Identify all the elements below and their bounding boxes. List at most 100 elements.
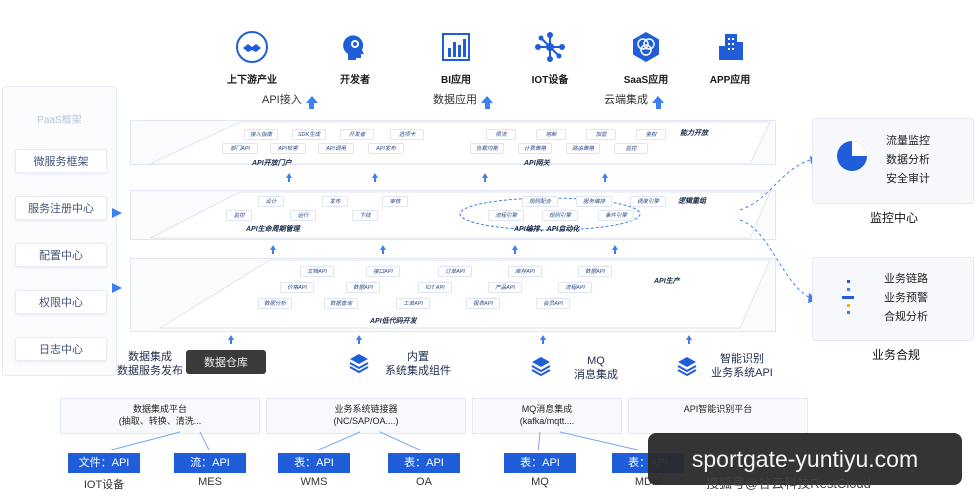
saas-hexagon-icon xyxy=(633,32,659,62)
up-arrow-icon xyxy=(512,245,518,254)
up-arrow-icon xyxy=(602,173,608,182)
platform-mq-integration: MQ消息集成 (kafka/mqtt.... xyxy=(472,398,622,434)
compliance-item: 合规分析 xyxy=(884,311,928,323)
source-oa: 表：API OA xyxy=(388,453,460,488)
chip: 监控 xyxy=(614,143,648,154)
label-api-gateway: API网关 xyxy=(524,160,550,167)
compliance-list: 业务链路 业务预警 合规分析 xyxy=(884,270,928,327)
layers-icon xyxy=(677,357,697,377)
source-tag: 表：API xyxy=(504,453,576,473)
up-arrow-icon xyxy=(612,245,618,254)
chip: 流程API xyxy=(558,282,592,293)
building-icon xyxy=(719,34,743,60)
compliance-item: 业务链路 xyxy=(884,273,928,285)
chip: 路由策略 xyxy=(566,143,600,154)
chip: 部门API xyxy=(222,143,258,154)
monitor-title: 监控中心 xyxy=(870,211,919,225)
paas-framework-panel: PaaS框架 微服务框架 服务注册中心 配置中心 权限中心 日志中心 xyxy=(2,86,117,376)
chip: 审核 xyxy=(382,196,408,207)
platform-data-integration: 数据集成平台 (抽取、转换、清洗... xyxy=(60,398,260,434)
up-arrow-icon xyxy=(482,173,488,182)
top-item-label: APP应用 xyxy=(709,75,751,86)
chip: 加密 xyxy=(586,129,616,140)
sub-label: 云端集成 xyxy=(604,94,648,106)
chip: SDK生成 xyxy=(292,129,326,140)
paas-item-registry: 服务注册中心 xyxy=(15,196,107,220)
chip: 数据API xyxy=(578,266,612,277)
chip: 计费策略 xyxy=(518,143,552,154)
sub-label: API接入 xyxy=(262,94,302,106)
handshake-icon xyxy=(236,31,268,63)
chip: IOT API xyxy=(418,282,452,293)
chip: 接口API xyxy=(366,266,400,277)
source-connector-lines xyxy=(109,431,640,450)
source-name: OA xyxy=(416,476,432,488)
layers-icon xyxy=(531,357,551,377)
source-name: MQ xyxy=(531,476,549,488)
label-data-integration: 数据集成 数据服务发布 xyxy=(117,351,183,377)
plane-perspective-lines xyxy=(149,191,771,239)
label-builtin-components: 内置 系统集成组件 xyxy=(385,351,451,377)
label-api-lowcode: API低代码开发 xyxy=(370,318,417,325)
chip: 工单API xyxy=(396,298,430,309)
chip: 产品API xyxy=(488,282,522,293)
paas-item-config: 配置中心 xyxy=(15,243,107,267)
chip: 规则配合 xyxy=(522,196,558,207)
network-nodes-icon xyxy=(535,32,565,62)
paas-item-microservice: 微服务框架 xyxy=(15,149,107,173)
top-item-label: BI应用 xyxy=(441,75,471,86)
layers-icon xyxy=(349,354,369,374)
source-name: MES xyxy=(198,476,222,488)
source-name: WMS xyxy=(300,476,328,488)
top-item-iot: IOT设备 xyxy=(510,30,590,86)
chip: 数据API xyxy=(346,282,380,293)
top-item-label: 上下游产业 xyxy=(227,75,277,86)
right-arrow-icon xyxy=(112,208,122,218)
label-api-portal: API开放门户 xyxy=(252,160,292,167)
chip: 监控 xyxy=(226,210,252,221)
pie-chart-icon xyxy=(837,141,867,171)
chip: 负载均衡 xyxy=(470,143,504,154)
compliance-item: 业务预警 xyxy=(884,292,928,304)
chip: 开发者 xyxy=(340,129,374,140)
up-arrow-icon xyxy=(481,95,493,109)
chip: 服务编排 xyxy=(576,196,612,207)
sub-label: 数据应用 xyxy=(433,94,477,106)
chip: 库存API xyxy=(508,266,542,277)
chip: 熔断 xyxy=(536,129,566,140)
watermark-banner: sportgate-yuntiyu.com xyxy=(648,433,962,485)
chip: 数据分析 xyxy=(258,298,292,309)
chip: 设计 xyxy=(258,196,284,207)
up-arrow-icon xyxy=(652,95,664,109)
chip: 流程引擎 xyxy=(488,210,524,221)
side-label-capability: 能力开放 xyxy=(680,130,708,137)
developer-head-icon xyxy=(343,35,364,60)
chip: 价格API xyxy=(280,282,314,293)
data-warehouse-button[interactable]: 数据仓库 xyxy=(186,350,266,374)
up-arrow-icon xyxy=(286,173,292,182)
paas-item-log: 日志中心 xyxy=(15,337,107,361)
monitor-list: 流量监控 数据分析 安全审计 xyxy=(886,132,930,189)
source-mq: 表：API MQ xyxy=(504,453,576,488)
compliance-panel xyxy=(812,257,974,341)
chip: 运行 xyxy=(290,210,316,221)
chip: 限流 xyxy=(486,129,516,140)
chip: 数据查询 xyxy=(324,298,358,309)
chip: 发布 xyxy=(322,196,348,207)
label-api-orchestration: API编排、API自动化 xyxy=(514,226,580,233)
chip: 选项卡 xyxy=(390,129,424,140)
chip: 事件引擎 xyxy=(598,210,634,221)
up-arrow-icon xyxy=(540,335,546,344)
source-mes: 流：API MES xyxy=(174,453,246,488)
chip: 接入指南 xyxy=(244,129,278,140)
up-arrow-icon xyxy=(270,245,276,254)
top-item-label: 开发者 xyxy=(340,75,370,86)
source-name: IOT设备 xyxy=(83,479,125,491)
top-item-label: IOT设备 xyxy=(531,75,569,86)
monitor-item: 安全审计 xyxy=(886,173,930,185)
sub-data-app: 数据应用 xyxy=(433,91,493,109)
source-tag: 文件：API xyxy=(68,453,140,473)
chip: API检索 xyxy=(270,143,306,154)
up-arrow-icon xyxy=(686,335,692,344)
compliance-dots-icon xyxy=(842,280,854,314)
